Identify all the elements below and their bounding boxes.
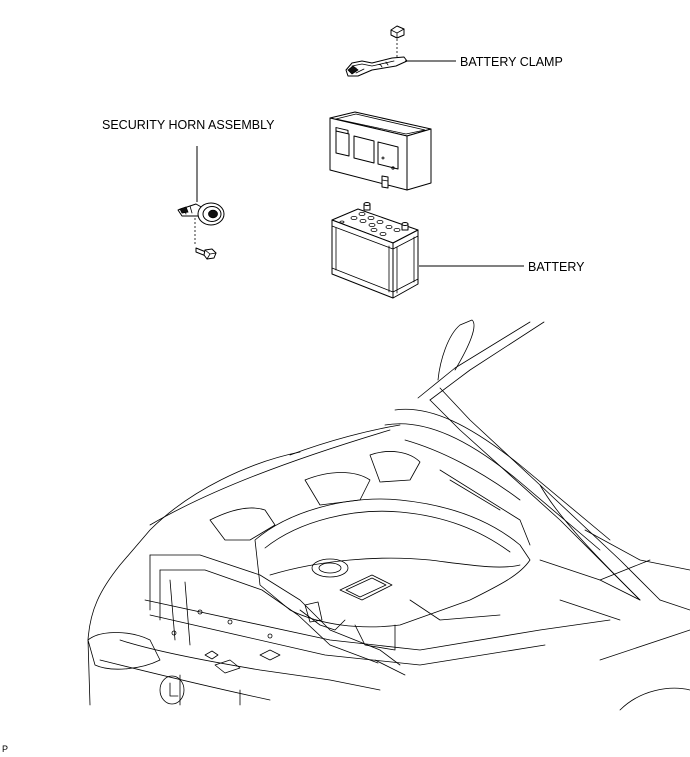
battery-clamp-label: BATTERY CLAMP — [460, 55, 563, 69]
security-horn-part — [177, 202, 225, 226]
security-horn-assembly-label: SECURITY HORN ASSEMBLY — [102, 118, 275, 132]
battery-part — [331, 202, 419, 299]
figure-code: P — [2, 744, 8, 754]
battery-carrier — [329, 111, 432, 191]
battery-clamp-part — [345, 56, 408, 77]
security-horn-group: SECURITY HORN ASSEMBLY — [102, 118, 275, 260]
clamp-nut — [390, 25, 405, 39]
vehicle-engine-compartment — [87, 319, 690, 711]
horn-bolt — [195, 247, 217, 260]
battery-clamp-group: BATTERY CLAMP — [345, 25, 563, 77]
battery-label: BATTERY — [528, 260, 585, 274]
